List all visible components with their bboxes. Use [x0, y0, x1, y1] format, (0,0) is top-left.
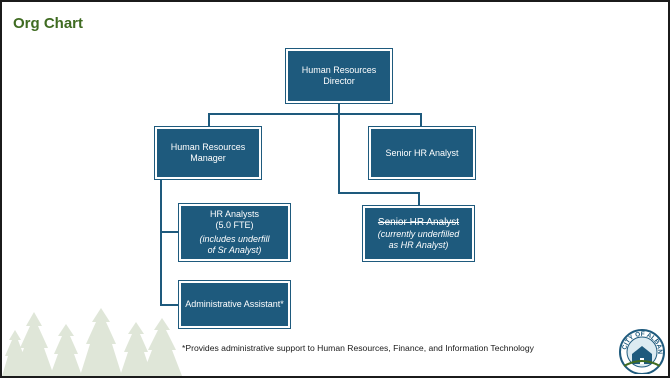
- director-line2: Director: [323, 76, 355, 86]
- connector-to-admin: [160, 304, 180, 306]
- org-box-senior-analyst: Senior HR Analyst: [368, 126, 476, 180]
- senior-underfilled-note2: as HR Analyst): [388, 240, 449, 250]
- org-box-senior-underfilled: Senior HR Analyst (currently underfilled…: [362, 205, 475, 262]
- connector-to-manager: [208, 113, 210, 127]
- connector-top-horizontal: [208, 113, 422, 115]
- org-box-manager: Human Resources Manager: [154, 126, 262, 180]
- org-box-hr-analysts: HR Analysts (5.0 FTE) (includes underfil…: [178, 203, 291, 262]
- footnote: *Provides administrative support to Huma…: [182, 343, 534, 353]
- city-seal-logo: CITY OF ALBANY: [618, 326, 665, 374]
- hr-analysts-note2: of Sr Analyst): [207, 245, 262, 255]
- hr-analysts-note1: (includes underfill: [199, 234, 270, 244]
- senior-underfilled-note1: (currently underfilled: [377, 229, 460, 239]
- director-line1: Human Resources: [301, 65, 377, 75]
- org-box-admin-assistant: Administrative Assistant*: [178, 280, 291, 329]
- connector-director-trunk: [338, 113, 340, 194]
- org-box-director: Human Resources Director: [285, 48, 393, 104]
- connector-to-underfilled-h: [338, 192, 420, 194]
- connector-director-down: [338, 103, 340, 114]
- senior-underfilled-label: Senior HR Analyst: [377, 217, 460, 228]
- connector-manager-trunk: [160, 178, 162, 306]
- connector-to-senior: [420, 113, 422, 127]
- manager-line1: Human Resources: [170, 142, 246, 152]
- hr-analysts-line2: (5.0 FTE): [215, 220, 254, 230]
- tree-silhouette-decoration: [2, 308, 182, 376]
- hr-analysts-line1: HR Analysts: [209, 209, 260, 219]
- slide-title: Org Chart: [13, 15, 84, 32]
- connector-to-underfilled-v: [418, 192, 420, 206]
- connector-to-analysts: [160, 231, 180, 233]
- admin-assistant-label: Administrative Assistant*: [185, 299, 284, 309]
- manager-line2: Manager: [190, 153, 226, 163]
- senior-analyst-label: Senior HR Analyst: [385, 147, 459, 158]
